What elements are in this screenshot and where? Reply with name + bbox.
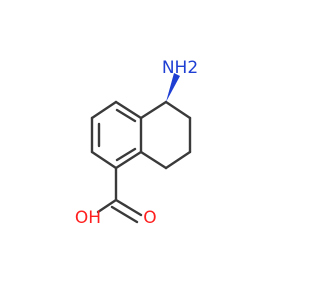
bond-ring-top-left — [90, 100, 118, 120]
bond-carbonyl-2 — [110, 205, 139, 224]
carbonyl-oxygen-label: O — [143, 208, 156, 228]
structure-svg: NH2 O OH — [75, 58, 198, 228]
bond-ring-bottom-left — [90, 150, 118, 170]
bond-ring-top-right — [114, 100, 143, 120]
wedge-bond-amine — [166, 73, 180, 102]
hydroxyl-label: OH — [75, 208, 101, 228]
bond-double-top-inner — [115, 108, 137, 123]
bond-ring-bottom-right — [114, 150, 143, 170]
bond-double-bottom-inner — [115, 147, 137, 162]
bond-c7-c8 — [164, 150, 192, 170]
bond-c5-c6 — [164, 100, 192, 120]
molecule-diagram: NH2 O OH — [74, 58, 199, 228]
bond-c5-fused — [139, 100, 168, 120]
bond-carboxyl-hydroxyl — [96, 198, 118, 214]
bond-c8-fused — [139, 150, 168, 170]
amine-label: NH2 — [162, 58, 198, 78]
bond-carbonyl-1 — [114, 198, 143, 217]
